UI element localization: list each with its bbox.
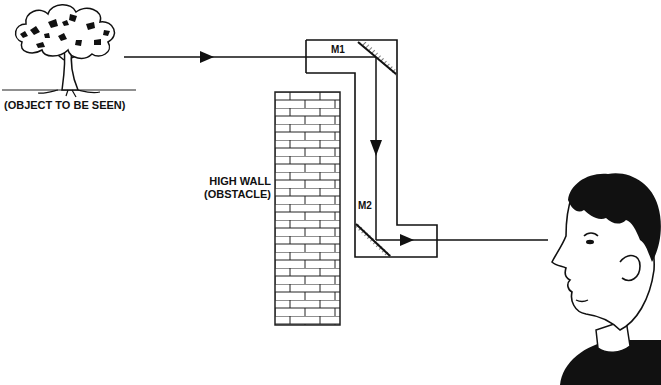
mirror-m1 bbox=[358, 42, 396, 76]
periscope-tube bbox=[306, 40, 437, 257]
brick-wall bbox=[275, 92, 340, 325]
mirror-label: M2 bbox=[358, 200, 372, 212]
mirror-m2 bbox=[356, 222, 392, 256]
object-label: (OBJECT TO BE SEEN) bbox=[4, 99, 125, 112]
periscope-opening bbox=[305, 40, 307, 73]
boy-figure bbox=[552, 173, 661, 385]
tree bbox=[2, 5, 136, 97]
mirror-label: M1 bbox=[331, 44, 345, 56]
wall-label: HIGH WALL (OBSTACLE) bbox=[195, 175, 271, 200]
